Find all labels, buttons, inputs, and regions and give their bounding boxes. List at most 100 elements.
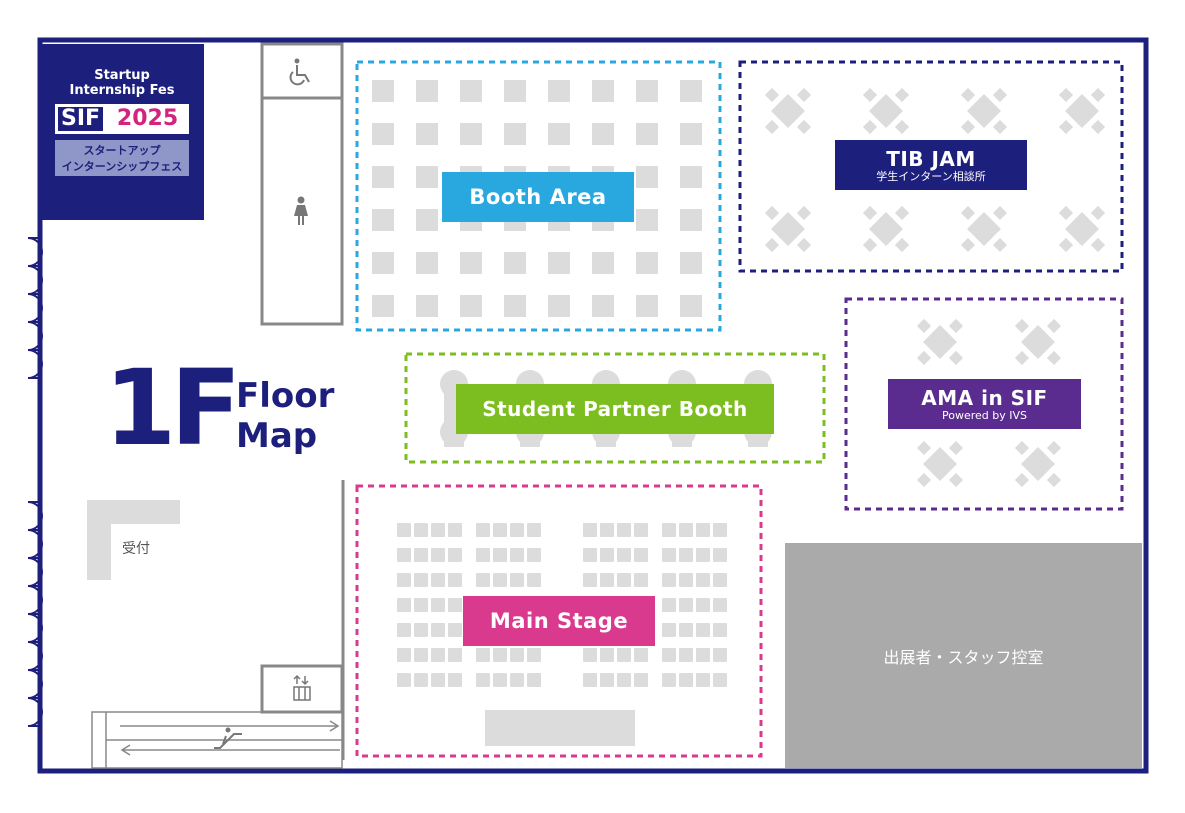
audience-seat: [493, 648, 507, 662]
audience-seat: [583, 673, 597, 687]
table-top: [1021, 325, 1055, 359]
table-top: [1065, 94, 1099, 128]
door-swing: [27, 669, 43, 685]
audience-seat: [617, 648, 631, 662]
wheelchair-icon: [289, 58, 310, 86]
audience-seat: [527, 523, 541, 537]
audience-seat: [448, 573, 462, 587]
chair: [1046, 318, 1062, 334]
audience-seat: [634, 648, 648, 662]
booth-table: [416, 295, 438, 317]
audience-seat: [617, 548, 631, 562]
audience-seat: [713, 573, 727, 587]
booth-table: [680, 166, 702, 188]
chair: [960, 205, 976, 221]
booth-table: [504, 252, 526, 274]
booth-table: [636, 166, 658, 188]
ama-subtitle: Powered by IVS: [941, 408, 1027, 422]
booth-table: [548, 295, 570, 317]
audience-seat: [713, 523, 727, 537]
stage-platform: [485, 710, 635, 746]
ama-label[interactable]: AMA in SIF Powered by IVS: [888, 379, 1081, 429]
audience-seat: [662, 548, 676, 562]
staff-room-label: 出展者・スタッフ控室: [883, 647, 1044, 667]
chair: [1014, 318, 1030, 334]
consultation-tables: [764, 87, 1106, 488]
audience-seat: [414, 548, 428, 562]
audience-seat: [431, 548, 445, 562]
booth-table: [680, 123, 702, 145]
elevator[interactable]: [260, 664, 344, 714]
ama-zone[interactable]: [844, 297, 1124, 511]
booth-area-zone[interactable]: [355, 60, 722, 332]
booth-table: [592, 123, 614, 145]
chair: [1014, 472, 1030, 488]
consultation-table: [764, 205, 812, 253]
door-swing: [27, 265, 43, 281]
chair: [916, 472, 932, 488]
tib-jam-zone[interactable]: [738, 60, 1124, 273]
chair: [1090, 205, 1106, 221]
chair: [894, 119, 910, 135]
audience-seat: [448, 548, 462, 562]
chair: [1014, 350, 1030, 366]
consultation-table: [862, 87, 910, 135]
booth-table: [372, 209, 394, 231]
booth-table: [460, 252, 482, 274]
chair: [960, 119, 976, 135]
audience-seat: [448, 648, 462, 662]
audience-seat: [397, 523, 411, 537]
booth-table: [636, 209, 658, 231]
booth-table: [636, 123, 658, 145]
chair: [948, 440, 964, 456]
chair: [796, 87, 812, 103]
audience-seat: [600, 673, 614, 687]
main-stage-zone[interactable]: [355, 484, 763, 758]
chair: [1090, 119, 1106, 135]
audience-seat: [448, 598, 462, 612]
chair: [992, 237, 1008, 253]
stage-seating: [397, 523, 727, 687]
chair: [894, 205, 910, 221]
tib-jam-label[interactable]: TIB JAM 学生インターン相談所: [835, 140, 1027, 190]
audience-seat: [397, 548, 411, 562]
door-swing: [27, 641, 43, 657]
escalator[interactable]: [91, 711, 343, 769]
booth-table: [592, 80, 614, 102]
student-partner-title: Student Partner Booth: [482, 397, 748, 421]
student-partner-zone[interactable]: [404, 352, 826, 464]
map-title-word-2: Map: [236, 416, 318, 456]
audience-seat: [662, 623, 676, 637]
booth-table: [372, 80, 394, 102]
audience-seat: [600, 648, 614, 662]
chair: [1058, 119, 1074, 135]
booth-table: [680, 80, 702, 102]
booth-area-title: Booth Area: [469, 185, 607, 209]
entrance-doors: [27, 237, 43, 727]
audience-seat: [713, 598, 727, 612]
booth-table: [460, 295, 482, 317]
audience-seat: [476, 523, 490, 537]
staff-room[interactable]: [785, 543, 1142, 768]
chair: [992, 119, 1008, 135]
audience-seat: [617, 523, 631, 537]
student-partner-label[interactable]: Student Partner Booth: [456, 384, 774, 434]
audience-seat: [600, 573, 614, 587]
door-swing: [27, 697, 43, 713]
audience-seat: [397, 673, 411, 687]
audience-seat: [397, 648, 411, 662]
audience-seat: [414, 573, 428, 587]
main-stage-label[interactable]: Main Stage: [463, 596, 655, 646]
audience-seat: [583, 548, 597, 562]
chair: [1058, 205, 1074, 221]
booth-area-label[interactable]: Booth Area: [442, 172, 634, 222]
consultation-table: [960, 205, 1008, 253]
booth-table: [548, 80, 570, 102]
audience-seat: [713, 548, 727, 562]
chair: [1090, 87, 1106, 103]
audience-seat: [476, 548, 490, 562]
audience-seat: [476, 573, 490, 587]
booth-table: [460, 80, 482, 102]
booth-table: [548, 123, 570, 145]
